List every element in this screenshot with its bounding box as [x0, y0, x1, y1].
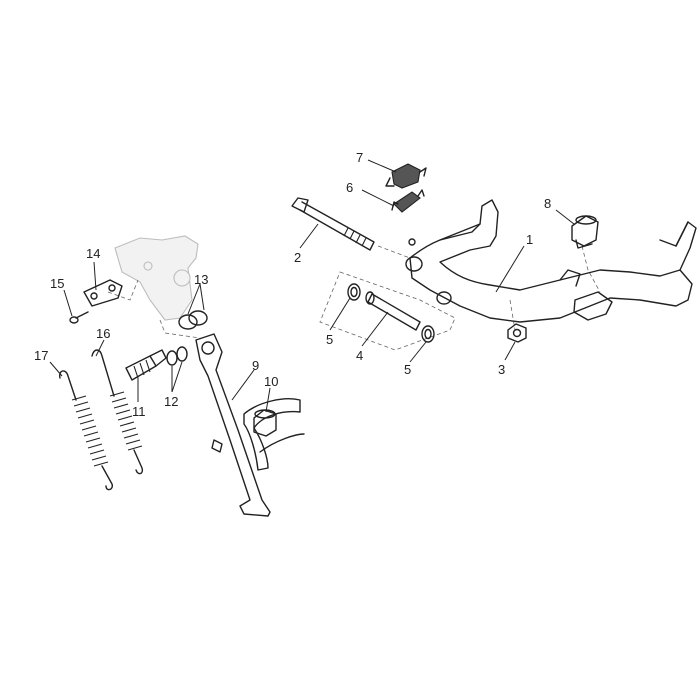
callout-12: 12 — [164, 394, 178, 409]
part-5-washer-right — [421, 325, 435, 343]
callout-5a: 5 — [326, 332, 333, 347]
part-12-circlip-rings — [166, 346, 188, 366]
callout-5b: 5 — [404, 362, 411, 377]
callout-14: 14 — [86, 246, 100, 261]
part-1-center-stand — [405, 199, 697, 323]
assembly-guides — [107, 245, 601, 351]
callout-1: 1 — [526, 232, 533, 247]
callout-3: 3 — [498, 362, 505, 377]
callout-labels: 1 2 3 4 5 5 6 7 8 9 10 11 12 13 14 15 16… — [34, 150, 551, 419]
leader-lines — [49, 159, 575, 413]
part-2-long-bolt — [291, 197, 375, 251]
part-8-rubber-bumper — [571, 215, 599, 249]
callout-13: 13 — [194, 272, 208, 287]
callout-17: 17 — [34, 348, 48, 363]
callout-11: 11 — [132, 404, 146, 419]
callout-8: 8 — [544, 196, 551, 211]
callout-15: 15 — [50, 276, 64, 291]
callout-4: 4 — [356, 348, 363, 363]
part-6-spring — [391, 189, 425, 213]
part-7-spring — [385, 163, 427, 189]
part-11-stand-pin — [125, 349, 167, 381]
callout-2: 2 — [294, 250, 301, 265]
callout-10: 10 — [264, 374, 278, 389]
part-10-bush — [253, 409, 277, 437]
part-15-screw — [69, 311, 89, 324]
part-17-spring — [58, 370, 114, 491]
part-3-nut — [507, 323, 527, 343]
part-5-washer-left — [347, 283, 361, 301]
callout-6: 6 — [346, 180, 353, 195]
part-9-side-stand — [195, 333, 305, 517]
part-13-rings — [178, 310, 208, 330]
part-14-bracket-plate — [83, 279, 123, 307]
frame-bracket-ghost — [114, 235, 199, 321]
part-4-pin — [365, 291, 421, 331]
callout-7: 7 — [356, 150, 363, 165]
part-16-spring — [91, 349, 144, 475]
callout-16: 16 — [96, 326, 110, 341]
callout-9: 9 — [252, 358, 259, 373]
